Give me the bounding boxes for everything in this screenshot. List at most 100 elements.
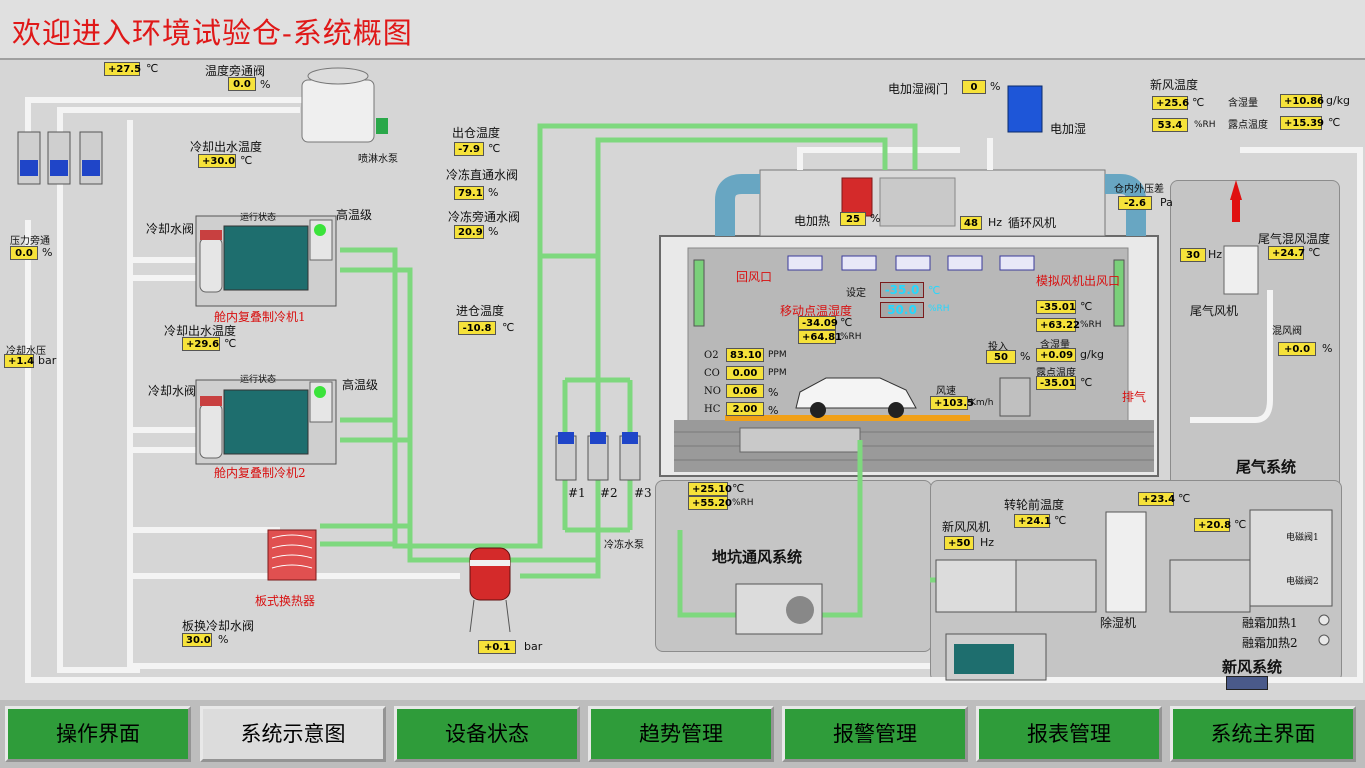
- chiller-2-label: 舱内复叠制冷机2: [214, 466, 306, 480]
- expansion-tank: [469, 547, 511, 633]
- pit-system-title: 地坑通风系统: [712, 548, 803, 566]
- unit-rh: %RH: [732, 498, 754, 508]
- exhaust-hz-value: 30: [1180, 248, 1206, 262]
- title-bar: 欢迎进入环境试验仓-系统概图: [0, 0, 1365, 60]
- heater1-label: 电磁阀1: [1286, 533, 1319, 543]
- plate-heat-exchanger: [267, 529, 317, 581]
- gas-hc-value: 2.00: [726, 402, 764, 416]
- unit-pct: %: [218, 633, 229, 646]
- set-label: 设定: [846, 288, 866, 299]
- right-temp-value: +20.8: [1194, 518, 1231, 532]
- unit-gkg: g/kg: [1326, 94, 1351, 107]
- cooling-pumps-left: [17, 131, 103, 185]
- unit-c: ℃: [502, 321, 515, 334]
- fresh-air-temp-label: 新风温度: [1150, 78, 1199, 92]
- pump3-label: #3: [634, 486, 652, 500]
- dew-point-label: 露点温度: [1228, 120, 1268, 131]
- pressure-diff-value: -2.6: [1118, 196, 1152, 210]
- simulation-fan: [999, 377, 1031, 417]
- humid-valve-value: 0: [962, 80, 986, 94]
- exhaust-label: 排气: [1122, 390, 1147, 404]
- page-title: 欢迎进入环境试验仓-系统概图: [12, 16, 413, 50]
- run-status-1-label: 运行状态: [240, 213, 277, 223]
- nav-trend[interactable]: 趋势管理: [588, 706, 774, 762]
- moving-rh-value: +64.81: [798, 330, 842, 344]
- input-label: 投入: [988, 342, 1008, 353]
- heater-pct-value: 25: [840, 212, 866, 226]
- nav-system-diagram[interactable]: 系统示意图: [200, 706, 386, 762]
- high-temp-2-label: 高温级: [342, 378, 379, 392]
- cool-out-temp-2-label: 冷却出水温度: [164, 324, 237, 338]
- unit-c: ℃: [1234, 518, 1247, 531]
- floor-grate: [739, 427, 861, 453]
- cool-valve-2-label: 冷却水阀: [148, 384, 197, 398]
- unit-c: ℃: [928, 284, 941, 297]
- plate-valve-value: 30.0: [182, 633, 212, 647]
- cool-out-temp-1-value: +30.0: [198, 154, 236, 168]
- defrost2-indicator: [1318, 634, 1330, 646]
- unit-c: ℃: [1054, 514, 1067, 527]
- unit-kmh: Km/h: [970, 398, 994, 408]
- humid-content-value: +0.09: [1036, 348, 1076, 362]
- sim-fan-outlet-label: 模拟风机出风口: [1036, 274, 1121, 288]
- in-temp-label: 进仓温度: [456, 304, 505, 318]
- temp-bypass-value: 0.0: [228, 77, 256, 91]
- return-gauge: [693, 259, 705, 327]
- freeze-bypass-value: 20.9: [454, 225, 484, 239]
- unit-c: ℃: [1080, 376, 1093, 389]
- unit-c: ℃: [240, 154, 253, 167]
- unit-bar: bar: [38, 354, 57, 367]
- electric-heater: [841, 177, 873, 217]
- nav-main[interactable]: 系统主界面: [1170, 706, 1356, 762]
- exhaust-system-panel: [1170, 180, 1340, 538]
- unit-ppm: PPM: [768, 368, 787, 378]
- defrost1-label: 融霜加热1: [1242, 616, 1298, 630]
- freeze-pumps: [555, 432, 641, 481]
- nav-operation[interactable]: 操作界面: [5, 706, 191, 762]
- defrost1-indicator: [1318, 614, 1330, 626]
- pump2-label: #2: [600, 486, 618, 500]
- nav-device-status[interactable]: 设备状态: [394, 706, 580, 762]
- exhaust-mix-value: +24.7: [1268, 246, 1305, 260]
- cooling-tower: [301, 67, 388, 143]
- exhaust-system-title: 尾气系统: [1236, 458, 1297, 476]
- cool-valve-1-label: 冷却水阀: [146, 222, 195, 236]
- gas-o2-value: 83.10: [726, 348, 764, 362]
- bottom-nav: 操作界面 系统示意图 设备状态 趋势管理 报警管理 报表管理 系统主界面: [0, 700, 1365, 768]
- nav-report[interactable]: 报表管理: [976, 706, 1162, 762]
- unit-gkg: g/kg: [1080, 348, 1105, 361]
- freeze-bypass-label: 冷冻旁通水阀: [448, 210, 521, 224]
- unit-pct: %: [488, 225, 499, 238]
- exhaust-valve-value: +0.0: [1278, 342, 1316, 356]
- chiller-1-label: 舱内复叠制冷机1: [214, 310, 306, 324]
- tank-pressure-value: +0.1: [478, 640, 516, 654]
- unit-pct: %: [42, 246, 53, 259]
- filter-grid: [879, 177, 956, 227]
- unit-rh: %RH: [928, 304, 950, 314]
- exhaust-fan-label: 尾气风机: [1190, 304, 1239, 318]
- set-rh-value: 50.0: [880, 302, 924, 318]
- out-temp-value: -7.9: [454, 142, 484, 156]
- temp-bypass-label: 温度旁通阀: [205, 64, 266, 78]
- cool-out-temp-2-value: +29.6: [182, 337, 220, 351]
- test-car: [795, 377, 917, 418]
- wheel-temp-value: +24.1: [1014, 514, 1051, 528]
- moving-dew-label: 移动点温湿度: [780, 304, 853, 318]
- unit-hz: Hz: [980, 536, 995, 549]
- unit-bar: bar: [524, 640, 543, 653]
- freeze-direct-value: 79.1: [454, 186, 484, 200]
- elec-humid-label: 电加湿: [1050, 122, 1087, 136]
- gas-no-label: NO: [704, 386, 721, 397]
- unit-hz: Hz: [988, 216, 1003, 229]
- moving-temp-value: -34.09: [798, 316, 838, 330]
- fresh-fan-hz-value: +50: [944, 536, 974, 550]
- unit-c: ℃: [1192, 96, 1205, 109]
- unit-rh: %RH: [840, 332, 862, 342]
- run-status-2-label: 运行状态: [240, 375, 277, 385]
- nav-alarm[interactable]: 报警管理: [782, 706, 968, 762]
- out-temp-label: 出仓温度: [452, 126, 501, 140]
- fresh-system-control[interactable]: [1226, 676, 1268, 690]
- elec-heat-label: 电加热: [794, 214, 831, 228]
- unit-c: ℃: [1178, 492, 1191, 505]
- cooling-pressure-value: +1.4: [4, 354, 34, 368]
